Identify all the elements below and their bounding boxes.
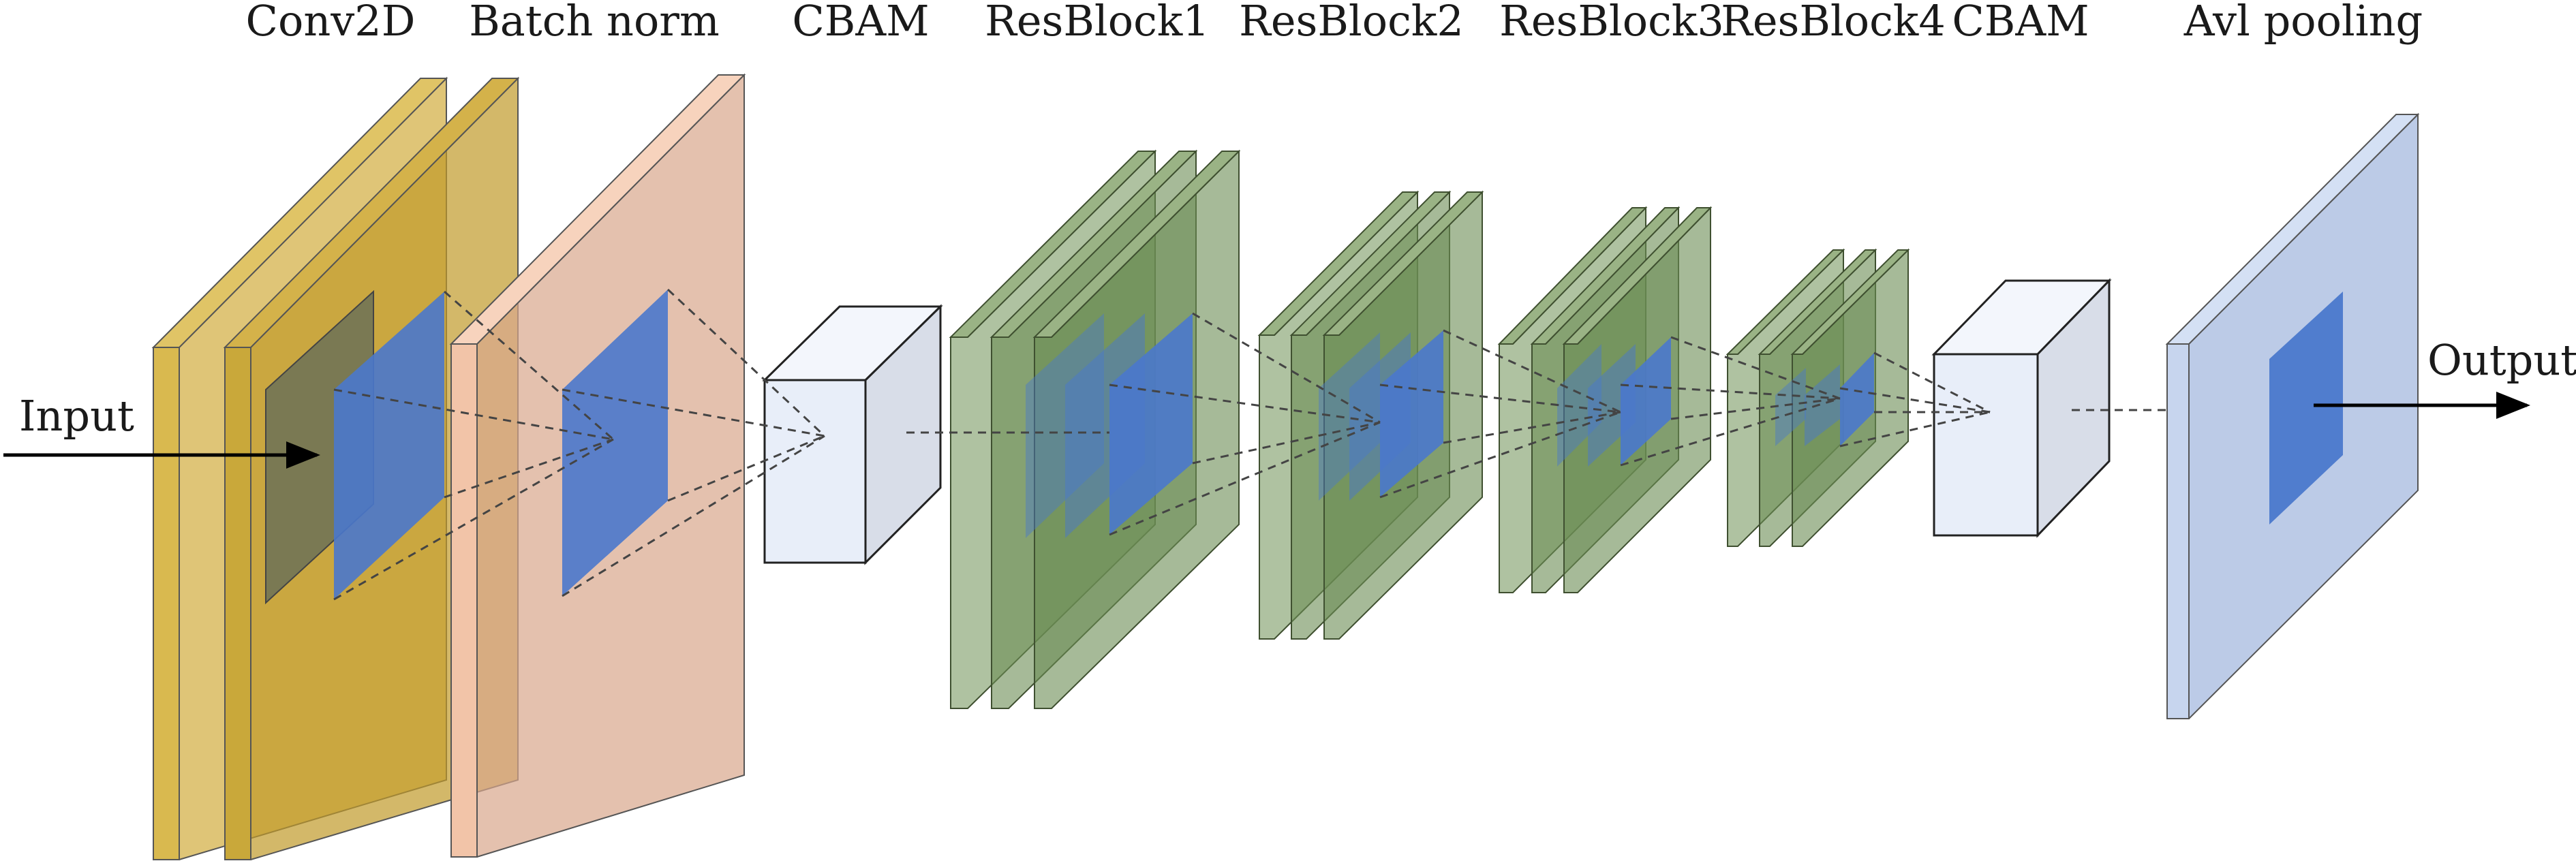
label-cbam-2: CBAM	[1952, 0, 2089, 46]
label-output: Output	[2427, 335, 2576, 385]
resblock3-block	[1497, 206, 1713, 593]
batch-norm-block	[449, 73, 746, 858]
conv2d-block	[151, 76, 520, 860]
label-resblock4: ResBlock4	[1721, 0, 1946, 46]
label-conv2d: Conv2D	[246, 0, 416, 46]
avl-pooling-block	[2165, 112, 2420, 719]
labels: Conv2D Batch norm CBAM ResBlock1 ResBloc…	[19, 0, 2576, 441]
label-cbam-1: CBAM	[792, 0, 929, 46]
label-resblock3: ResBlock3	[1499, 0, 1724, 46]
resblock4-block	[1726, 248, 1910, 547]
resblock1-block	[949, 149, 1241, 709]
resblock3-kernel-b	[1588, 344, 1636, 467]
label-input: Input	[19, 391, 134, 441]
conv2d-kernel	[334, 292, 444, 599]
resblock2-block	[1257, 190, 1484, 640]
label-resblock2: ResBlock2	[1239, 0, 1464, 46]
label-batch-norm: Batch norm	[469, 0, 720, 46]
label-resblock1: ResBlock1	[985, 0, 1210, 46]
cbam-cube-1	[762, 304, 943, 565]
resblock2-kernel-c	[1380, 330, 1443, 497]
resblock3-kernel-c	[1621, 337, 1671, 465]
resblock4-kernel-c	[1840, 353, 1874, 446]
avl-pooling-kernel	[2269, 292, 2343, 525]
cbam-cube-2	[1931, 278, 2112, 538]
resblock4-kernel-a	[1775, 368, 1806, 446]
resblock1-kernel-c	[1109, 313, 1193, 535]
batch-norm-kernel	[562, 289, 668, 596]
label-avl-pooling: Avl pooling	[2183, 0, 2423, 46]
dashed-connectors	[333, 288, 2167, 601]
resblock3-kernel-a	[1557, 344, 1601, 467]
resblock4-kernel-b	[1805, 364, 1840, 446]
